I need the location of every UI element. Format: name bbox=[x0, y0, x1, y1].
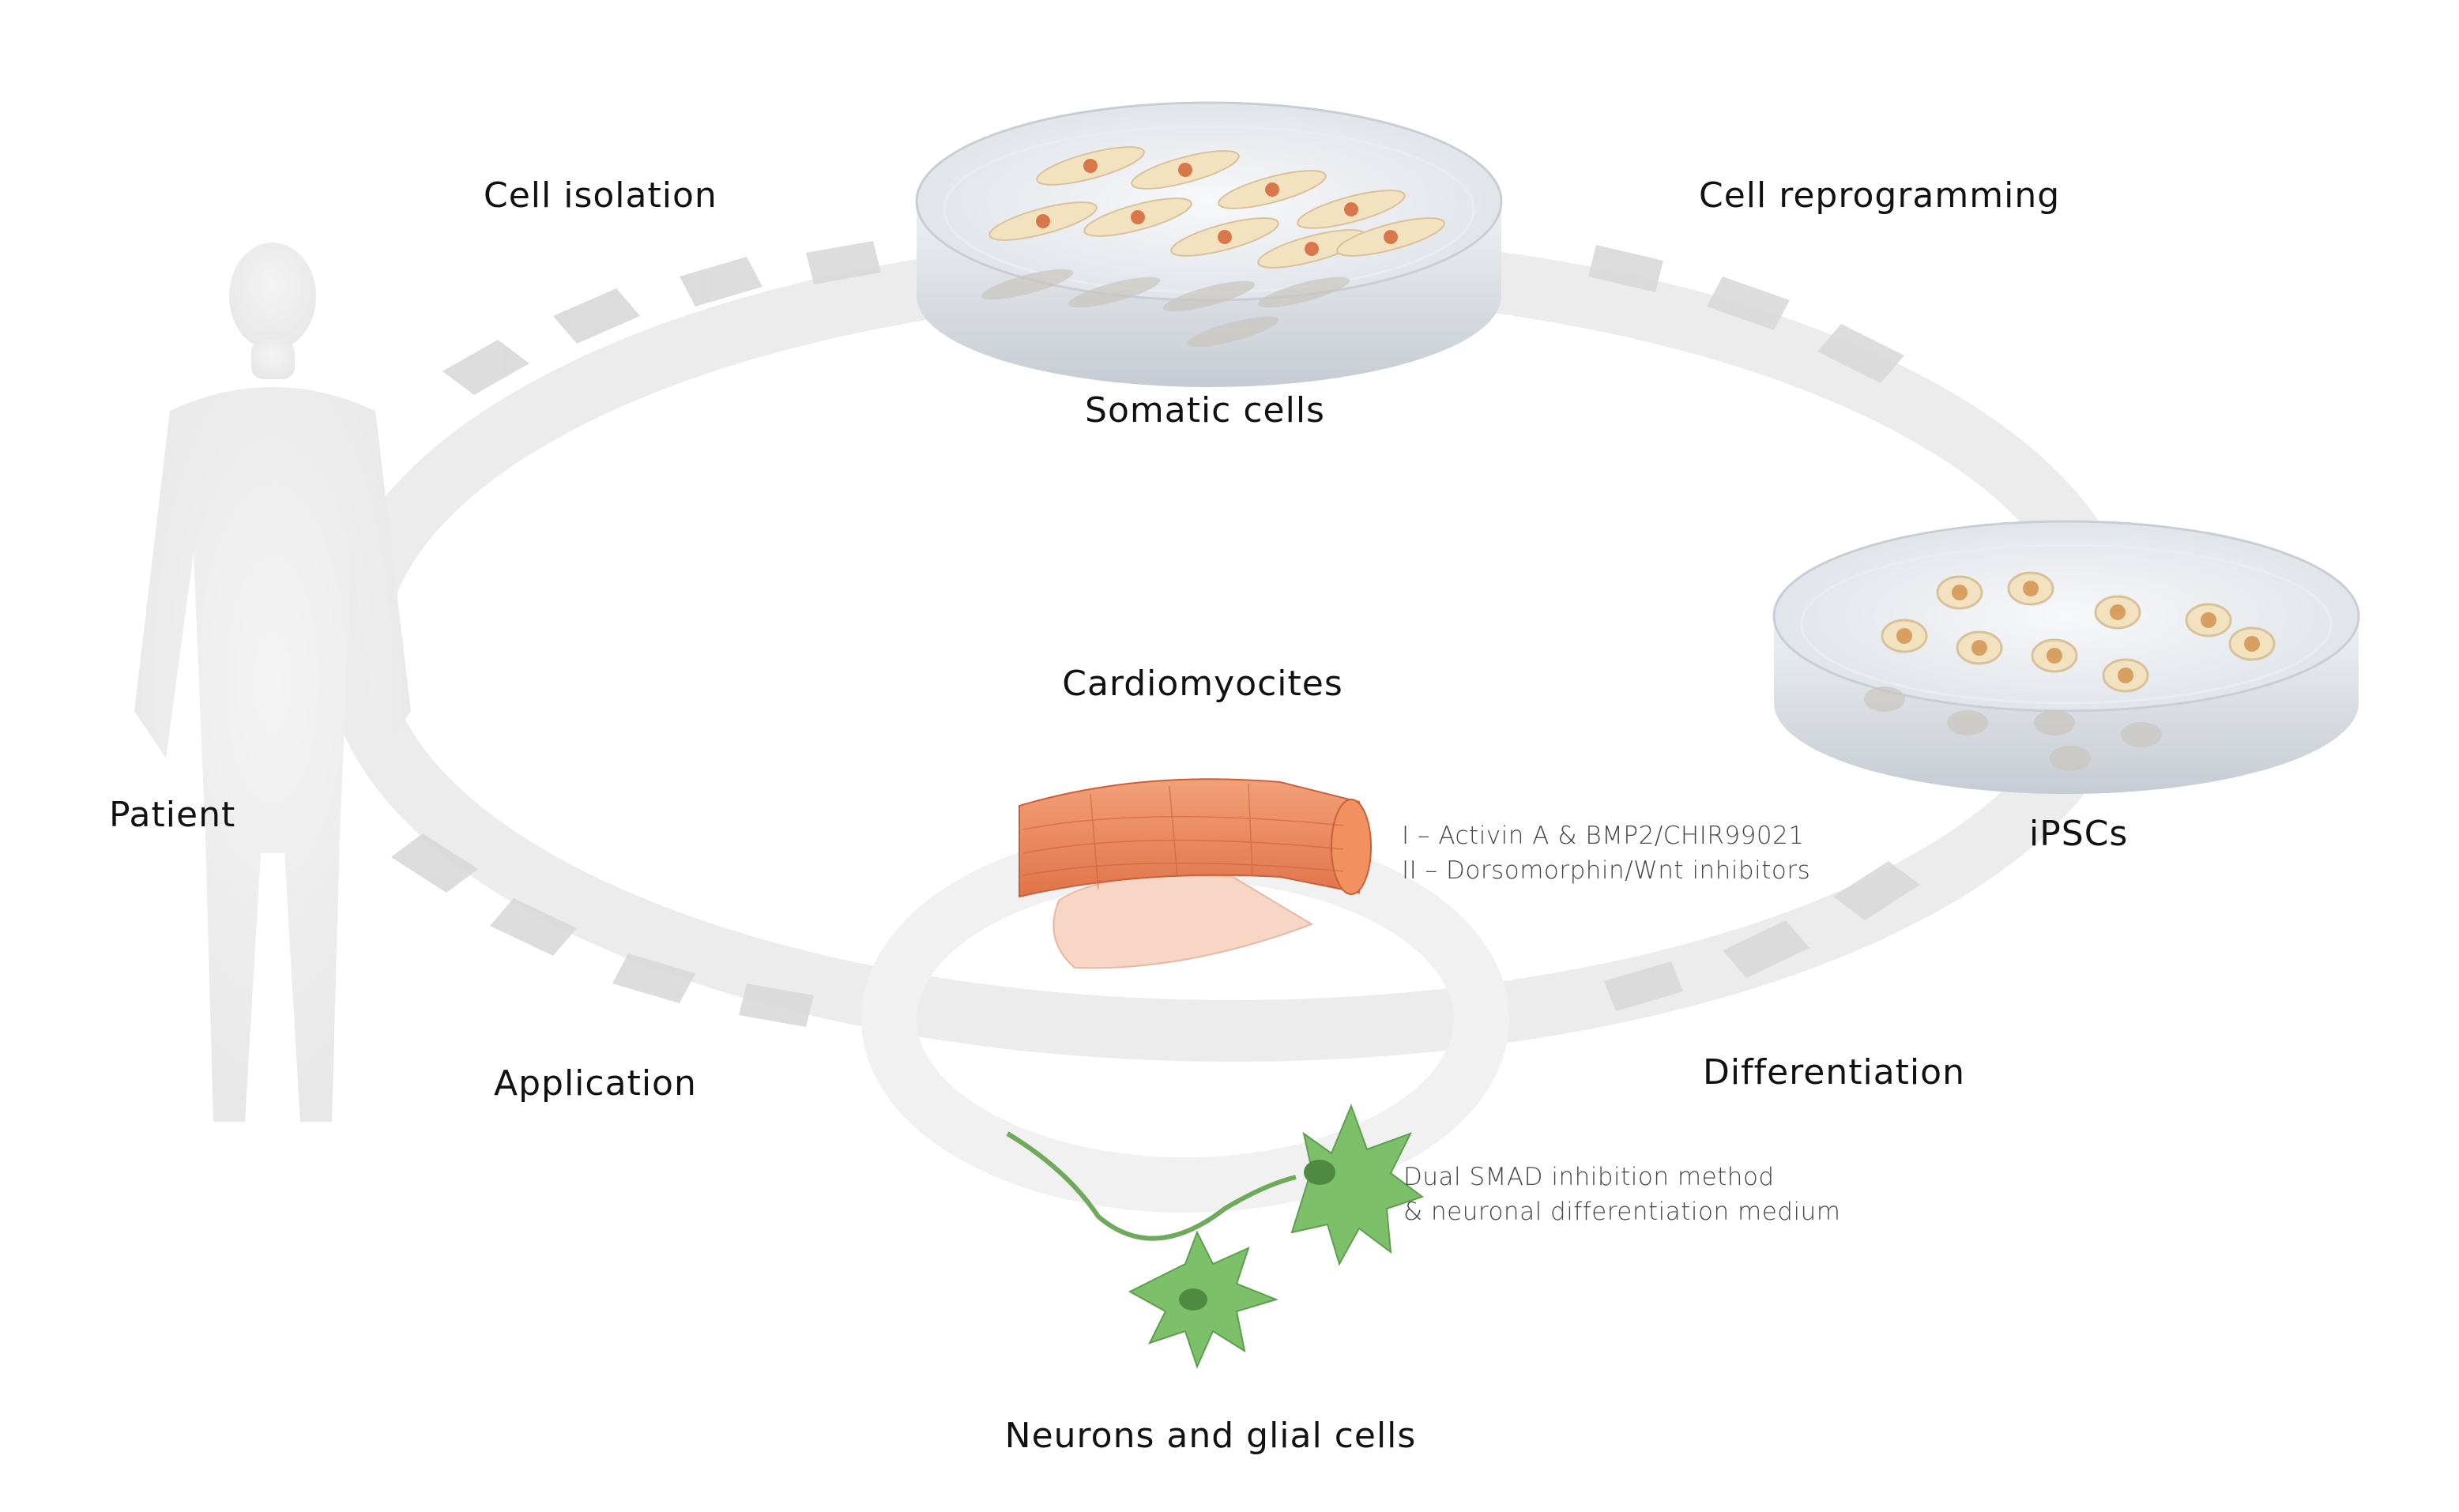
application-label: Application bbox=[494, 1063, 697, 1104]
neuro-protocol-line-2: & neuronal differentiation medium bbox=[1403, 1198, 1841, 1226]
chevron-arrows bbox=[391, 241, 1920, 1027]
somatic-cell-group bbox=[988, 146, 1445, 269]
cardio-protocol-line-2: II – Dorsomorphin/Wnt inhibitors bbox=[1402, 856, 1811, 885]
cardio-protocol-line-1: I – Activin A & BMP2/CHIR99021 bbox=[1402, 822, 1805, 850]
cell-reprogramming-label: Cell reprogramming bbox=[1699, 175, 2061, 216]
cardiomyocyte-protocol-note: I – Activin A & BMP2/CHIR99021 II – Dors… bbox=[1402, 818, 1810, 888]
ipsc-cell-group bbox=[1881, 571, 2276, 693]
ipsc-cell-shadow-group bbox=[1864, 686, 2162, 771]
somatic-cells-dish bbox=[915, 101, 1503, 387]
patient-silhouette bbox=[134, 243, 411, 1122]
differentiation-label: Differentiation bbox=[1703, 1052, 1965, 1093]
somatic-cell-shadow-group bbox=[981, 269, 1350, 348]
cardiomyocyte-fibers bbox=[1019, 778, 1372, 969]
cell-isolation-label: Cell isolation bbox=[484, 175, 717, 216]
neurons-glial-label: Neurons and glial cells bbox=[1004, 1416, 1417, 1456]
somatic-cells-label: Somatic cells bbox=[1085, 390, 1325, 431]
neuron-cells bbox=[1006, 1104, 1425, 1369]
cardiomyocites-label: Cardiomyocites bbox=[1062, 664, 1343, 704]
neuro-protocol-line-1: Dual SMAD inhibition method bbox=[1403, 1163, 1775, 1191]
neuron-protocol-note: Dual SMAD inhibition method & neuronal d… bbox=[1403, 1160, 1840, 1229]
ipscs-label: iPSCs bbox=[2029, 814, 2129, 854]
ipscs-dish bbox=[1772, 520, 2360, 794]
patient-label: Patient bbox=[109, 795, 236, 835]
